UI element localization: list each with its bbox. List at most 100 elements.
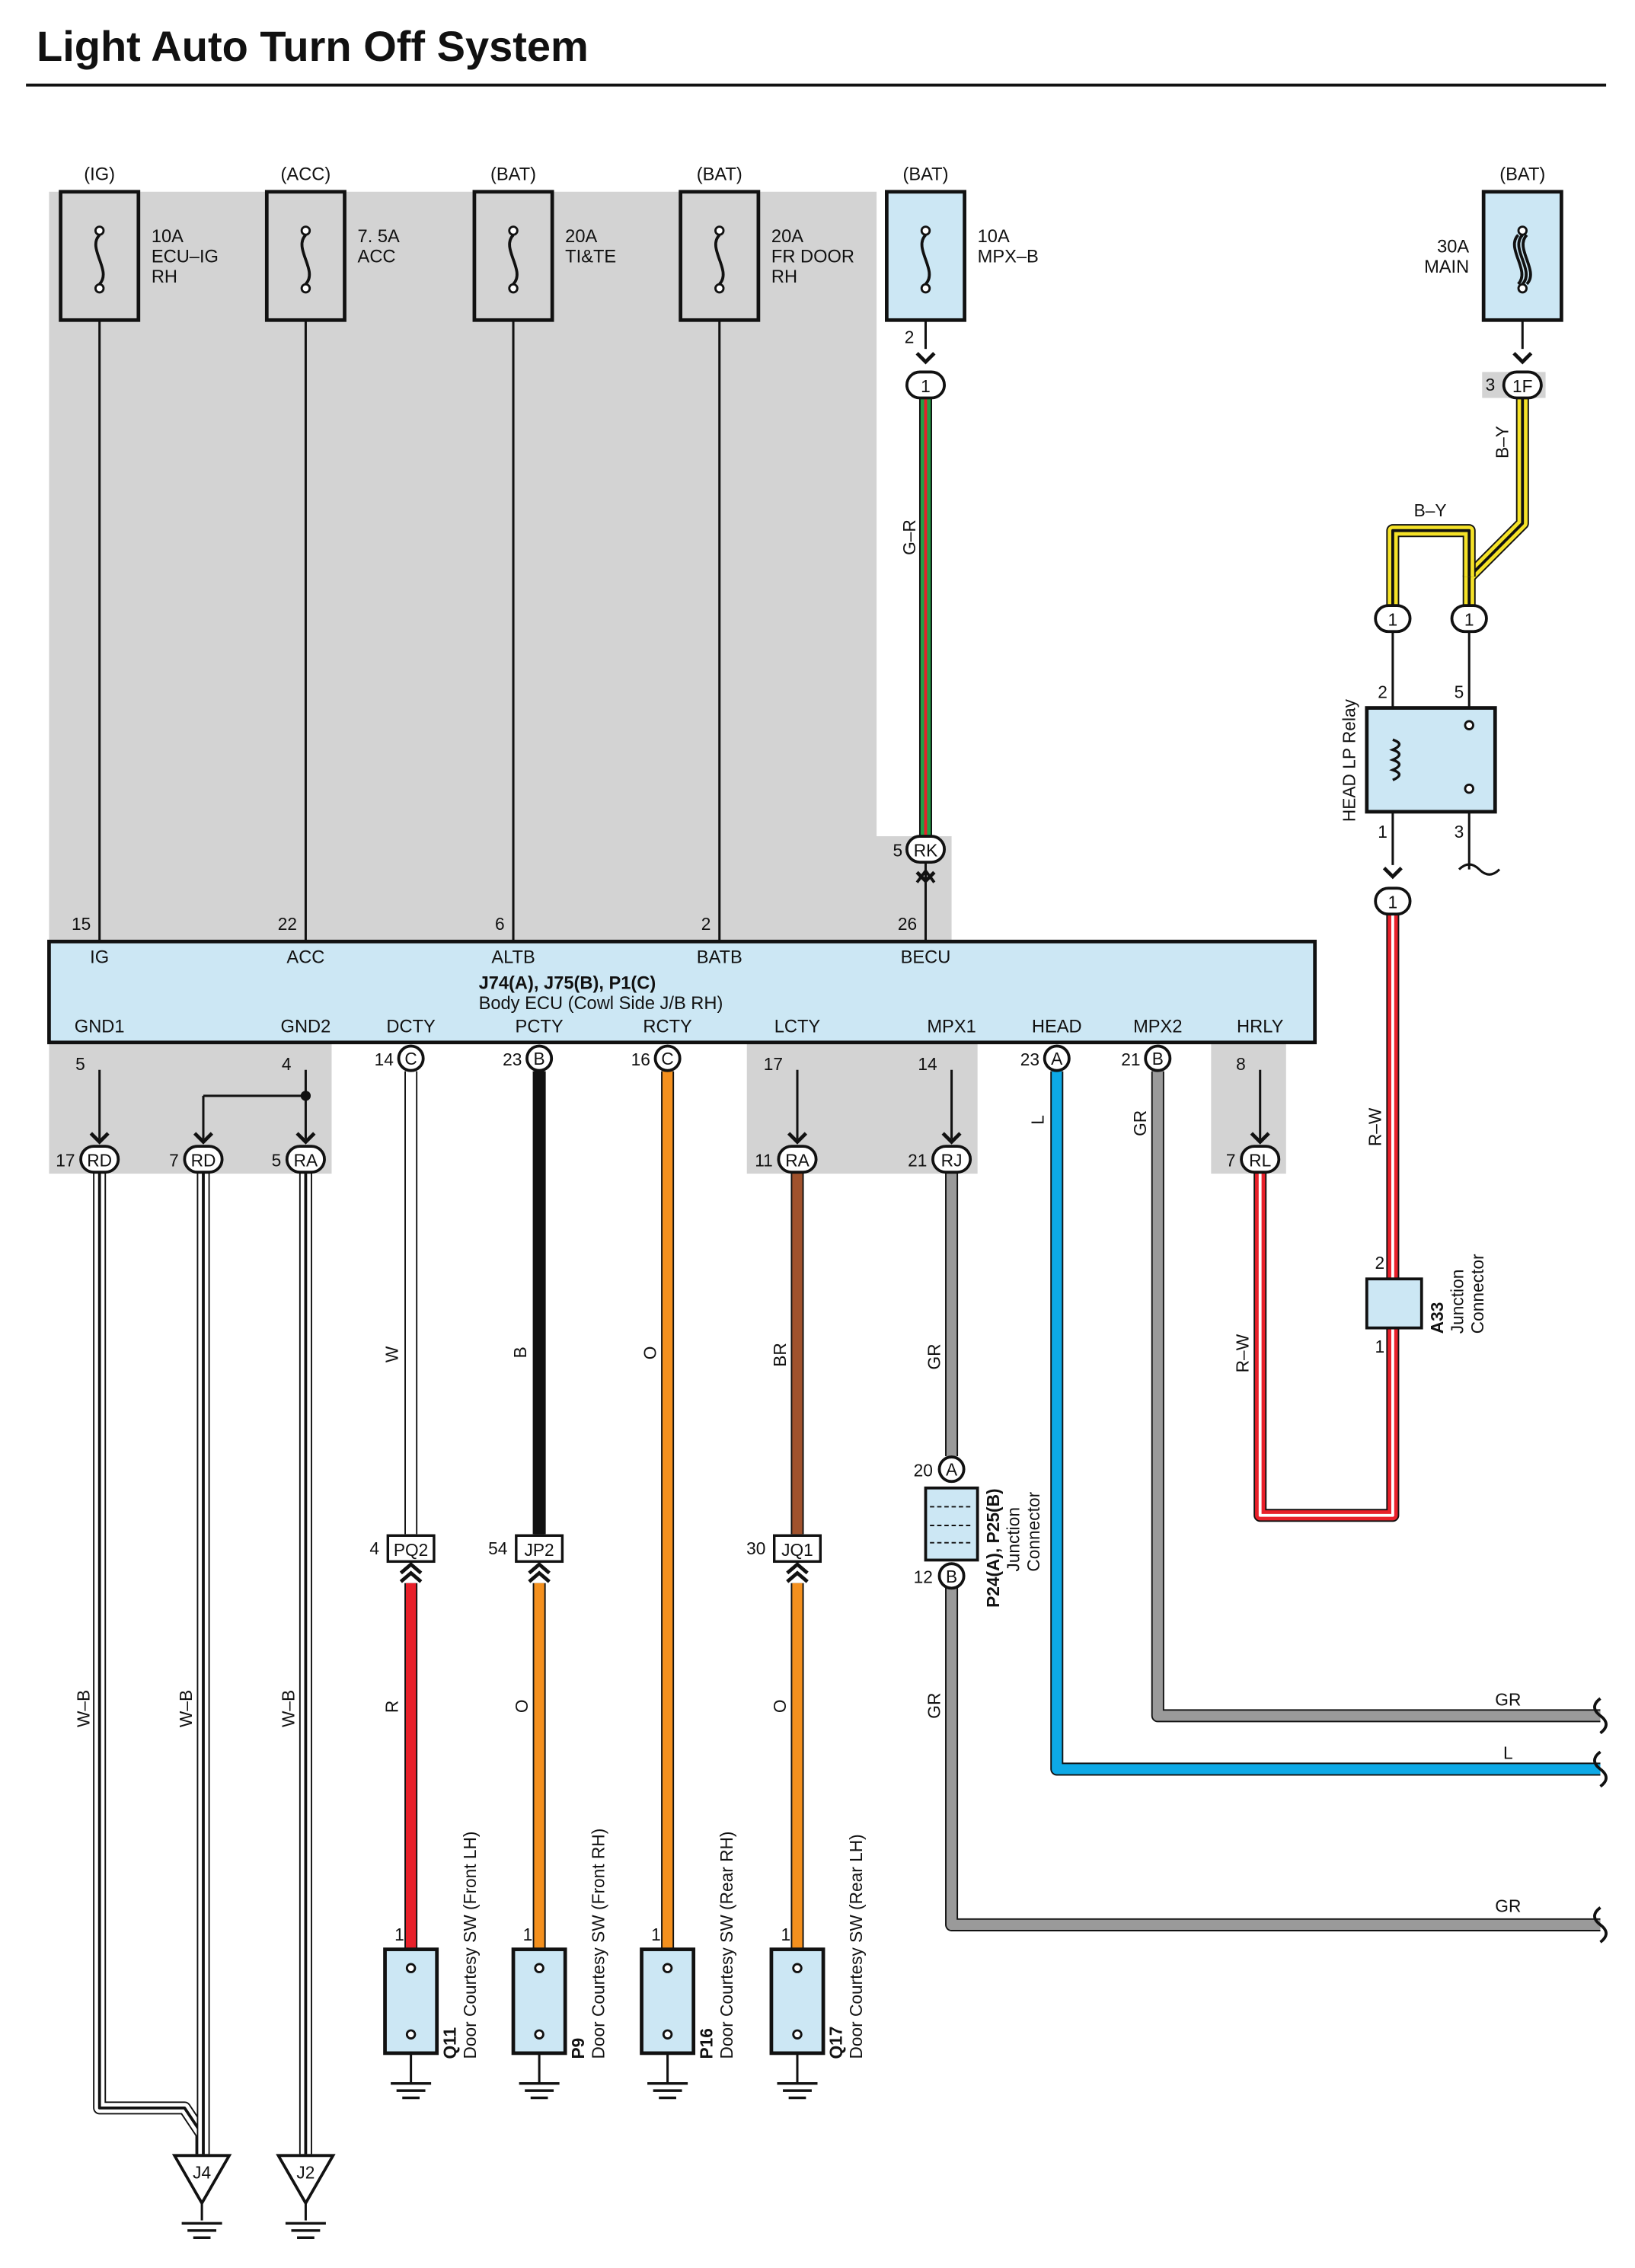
chev-pq2-2: [399, 1570, 423, 1583]
conn-rj-label: RJ: [941, 1151, 963, 1171]
switch-id-3: Q17: [826, 2027, 846, 2059]
switch-desc-2: Door Courtesy SW (Rear RH): [717, 1832, 736, 2059]
ecu-conn-4: [653, 1044, 682, 1072]
wire-label-gnd2b: W–B: [278, 1690, 298, 1727]
switch-contact-b-1: [534, 2029, 544, 2040]
ecu-conn-4-label: C: [661, 1049, 673, 1069]
fuse-main-link-b: [1522, 234, 1532, 286]
ground-id-0: J4: [193, 2163, 211, 2183]
pin-rj: 21: [908, 1151, 927, 1171]
conn-relay-in-left: [1374, 604, 1412, 634]
conn-rj: [931, 1145, 972, 1174]
wire-label-jq1: O: [770, 1699, 790, 1713]
ecu-bottom-label-0: GND1: [75, 1017, 125, 1037]
ecu-conn-7-label: A: [1051, 1049, 1063, 1069]
ecu-conn-7: [1043, 1044, 1071, 1072]
fuse-3: [679, 190, 761, 322]
fuse-power-4: (BAT): [902, 165, 948, 185]
ecu-conn-3: [525, 1044, 554, 1072]
chev-jq1: [786, 1562, 809, 1575]
chev-rl: [1250, 1132, 1270, 1145]
components: [47, 190, 1608, 2239]
fuse-name-0: ECU–IG: [152, 248, 219, 267]
fuse-4-element: [920, 234, 931, 286]
wire-label-right-l: L: [1503, 1743, 1513, 1763]
wires: [93, 320, 1601, 2221]
conn-mpxb-label: 1: [921, 376, 931, 396]
conn-relay-in-left-label: 1: [1388, 610, 1398, 630]
chev-jp2: [528, 1562, 551, 1575]
fuse-2-pin-b: [508, 283, 519, 294]
relay-coil: [1389, 738, 1401, 781]
ecu-top-label-0: IG: [90, 948, 109, 968]
fuse-3-pin-b: [714, 283, 725, 294]
switch-contact-a-1: [534, 1963, 544, 1973]
conn-ra-label: RA: [294, 1151, 318, 1171]
relay-pin-tl: 2: [1378, 682, 1388, 701]
conn-rl-label: RL: [1249, 1151, 1271, 1171]
fuse-0: [59, 190, 141, 322]
chev-main: [1512, 352, 1533, 365]
chev-rk: [915, 870, 936, 884]
fuse-0-pin-a: [94, 225, 105, 236]
ecu-top-label-3: BATB: [697, 948, 742, 968]
ecu-top-label-4: BECU: [901, 948, 951, 968]
ecu-bottom-label-6: MPX1: [927, 1017, 976, 1037]
switch-contact-b-0: [405, 2029, 417, 2040]
head-lp-relay: [1365, 706, 1497, 814]
p24-pin-top: 20: [914, 1461, 933, 1481]
fuse-amps-1: 7. 5A: [358, 227, 400, 247]
p24-line2: Connector: [1023, 1491, 1043, 1571]
pin-rk: 5: [893, 841, 903, 861]
a33-line1: Junction: [1448, 1270, 1467, 1334]
fuse-3-element: [714, 234, 725, 286]
pin-lcty-ra: 11: [755, 1151, 773, 1171]
ground-triangle-1: [276, 2154, 336, 2206]
conn-rk: [905, 835, 946, 864]
pin-rd2: 7: [169, 1151, 179, 1171]
ecu-bottom-label-3: PCTY: [516, 1017, 564, 1037]
fuse-main-element: [1517, 234, 1528, 286]
wire-label-rcty: O: [640, 1346, 659, 1360]
a33-pin-top: 2: [1375, 1253, 1385, 1273]
wire-label-hrly: R–W: [1233, 1334, 1253, 1372]
p24-line1: Junction: [1004, 1507, 1023, 1572]
fuse-2-pin-a: [508, 225, 519, 236]
wire-label-pcty: B: [510, 1346, 530, 1358]
ecu-top-pin-3: 2: [701, 914, 711, 934]
ecu-top-pin-1: 22: [278, 914, 297, 934]
conn-pq2-label: PQ2: [394, 1540, 428, 1560]
wire-label-gnd2a: W–B: [176, 1690, 196, 1727]
wire-l-head: [1052, 1071, 1601, 1774]
chev-rd1: [89, 1132, 110, 1145]
relay-name: HEAD LP Relay: [1340, 698, 1359, 822]
fuse-2: [472, 190, 554, 322]
conn-rk-label: RK: [914, 841, 938, 861]
switch-contact-b-2: [662, 2029, 673, 2040]
wire-label-dcty: W: [382, 1346, 402, 1362]
conn-jp2-label: JP2: [525, 1540, 554, 1560]
wire-by-right-stripe: [1467, 398, 1525, 606]
p24-connector: [924, 1486, 979, 1562]
ecu-bottom-label-5: LCTY: [774, 1017, 821, 1037]
pin-main: 3: [1486, 375, 1496, 395]
wire-label-main-top: B–Y: [1414, 500, 1447, 520]
splice-dot: [300, 1091, 311, 1101]
wire-label-mpxb: G–R: [899, 519, 919, 555]
wire-label-gnd1: W–B: [73, 1690, 93, 1727]
pin-rl: 7: [1226, 1151, 1236, 1171]
ecu-top-pin-2: 6: [495, 914, 505, 934]
switch-pin-1: 1: [523, 1925, 533, 1944]
ecu-bottom-pin-9: 8: [1236, 1054, 1246, 1074]
ecu-bottom-pin-7: 23: [1020, 1049, 1039, 1069]
switch-desc-0: Door Courtesy SW (Front LH): [460, 1831, 480, 2059]
conn-rd2-label: RD: [191, 1151, 216, 1171]
conn-rl: [1240, 1145, 1281, 1174]
fuse-1-pin-b: [300, 283, 311, 294]
ecu-top-pin-0: 15: [72, 914, 91, 934]
switch-desc-1: Door Courtesy SW (Front RH): [588, 1829, 608, 2059]
fuse-power-1: (ACC): [281, 165, 331, 185]
continuation-1: [1593, 1750, 1608, 1788]
conn-relay-out: [1374, 886, 1412, 916]
ecu-bottom-pin-6: 14: [918, 1054, 937, 1074]
